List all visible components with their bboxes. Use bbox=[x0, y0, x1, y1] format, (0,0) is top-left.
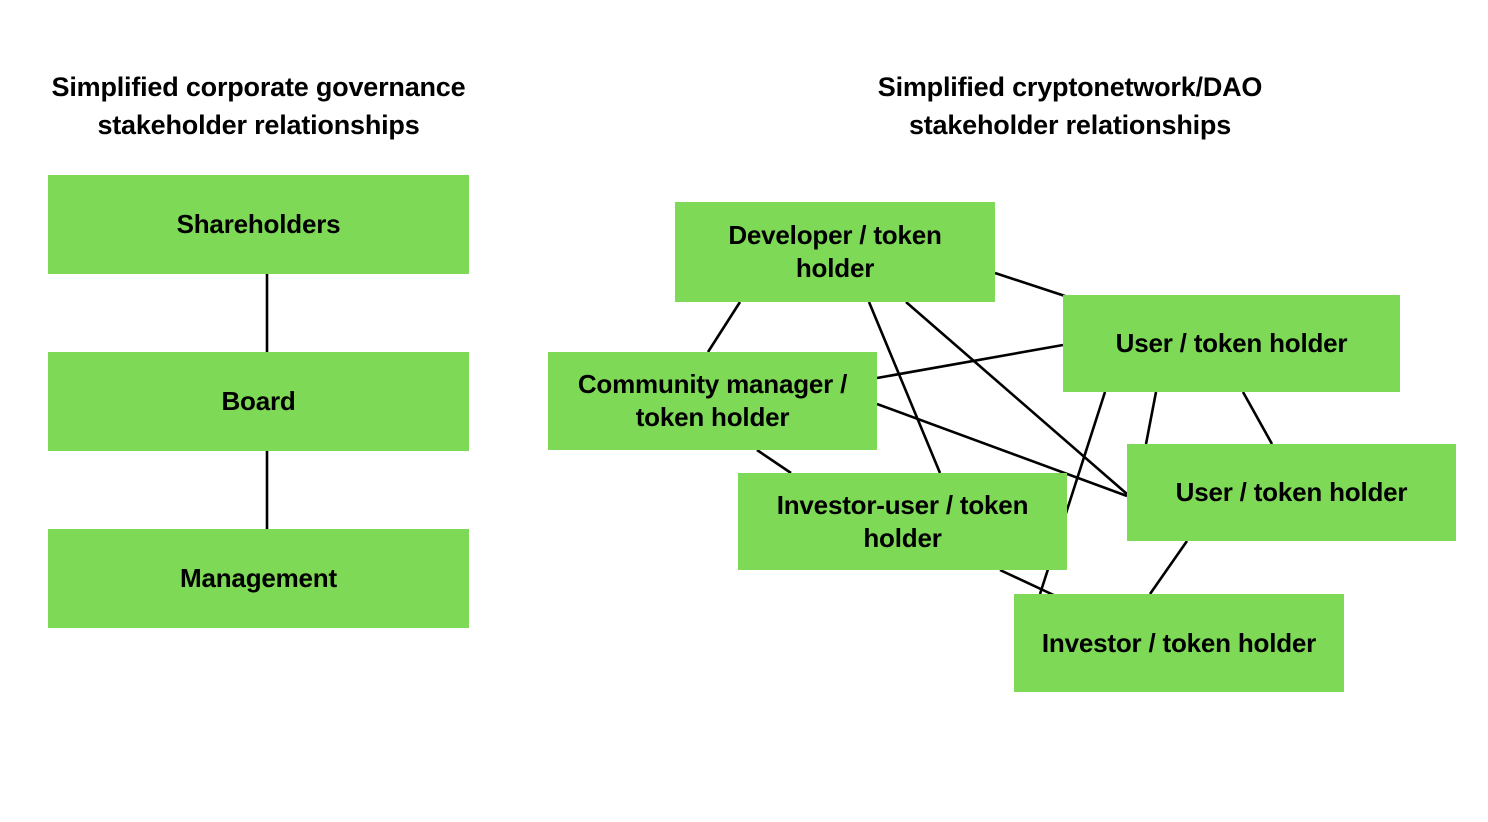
left-panel-title-line1: Simplified corporate governance bbox=[51, 72, 466, 102]
left-panel-title-line2: stakeholder relationships bbox=[97, 110, 420, 140]
node-management[interactable]: Management bbox=[48, 529, 469, 628]
node-label: Developer / token holder bbox=[728, 220, 942, 283]
edge-user_top-user_mid_r bbox=[1241, 391, 1274, 445]
node-label: Management bbox=[180, 563, 337, 593]
right-panel-title: Simplified cryptonetwork/DAO stakeholder… bbox=[818, 68, 1322, 144]
node-label: User / token holder bbox=[1115, 328, 1348, 358]
node-label: Board bbox=[221, 386, 296, 416]
node-label: Investor / token holder bbox=[1041, 627, 1317, 658]
node-label: Investor-user / token holder bbox=[776, 489, 1029, 553]
node-developer[interactable]: Developer / token holder bbox=[675, 202, 995, 302]
edge-developer-investor_user bbox=[867, 301, 942, 474]
right-panel-title-line1: Simplified cryptonetwork/DAO bbox=[877, 72, 1263, 102]
edge-user_mid-investor bbox=[1148, 540, 1189, 595]
node-community[interactable]: Community manager / token holder bbox=[548, 352, 877, 450]
edge-developer-user_top bbox=[994, 271, 1066, 298]
node-investor[interactable]: Investor / token holder bbox=[1014, 594, 1344, 692]
node-shareholders[interactable]: Shareholders bbox=[48, 175, 469, 274]
node-label: User / token holder bbox=[1175, 477, 1408, 507]
node-user_top[interactable]: User / token holder bbox=[1063, 295, 1400, 392]
node-label: Community manager / token holder bbox=[577, 369, 848, 432]
edge-developer-community bbox=[706, 301, 742, 353]
edge-community-investor_user bbox=[756, 448, 792, 475]
edge-community-user_top bbox=[876, 343, 1064, 380]
node-board[interactable]: Board bbox=[48, 352, 469, 451]
left-panel-title: Simplified corporate governance stakehol… bbox=[10, 68, 507, 144]
edge-user_top-user_mid bbox=[1144, 391, 1158, 445]
node-user_mid[interactable]: User / token holder bbox=[1127, 444, 1456, 541]
right-panel-title-line2: stakeholder relationships bbox=[908, 110, 1232, 140]
node-label: Shareholders bbox=[176, 209, 341, 239]
node-investor_user[interactable]: Investor-user / token holder bbox=[738, 473, 1067, 570]
